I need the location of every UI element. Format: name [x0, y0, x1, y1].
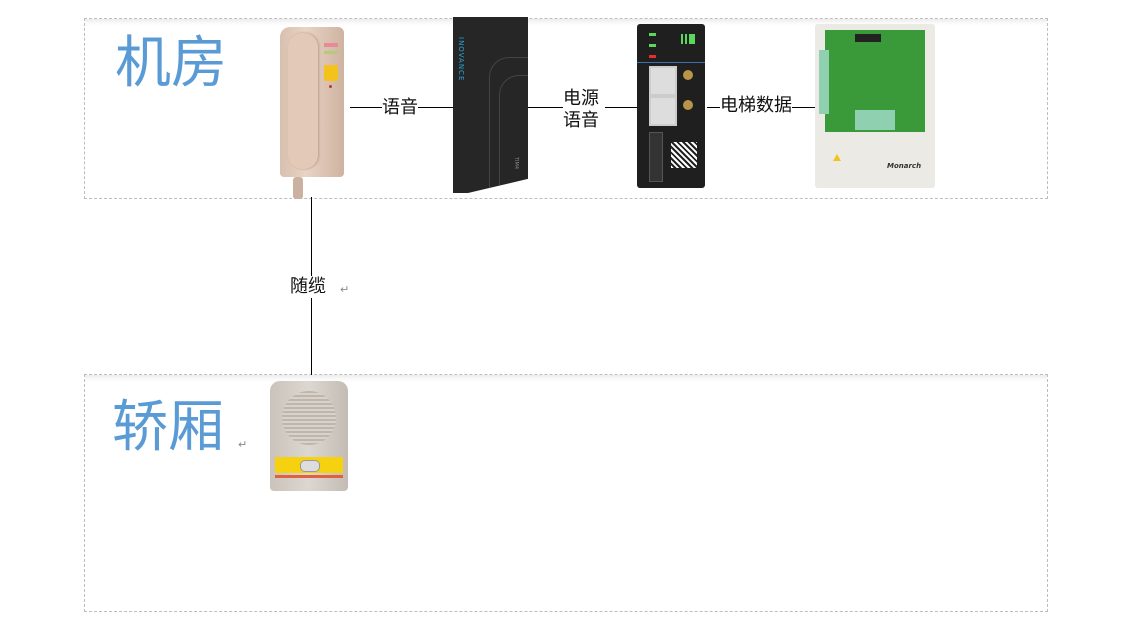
link-label-elevator-data: 电梯数据 [720, 95, 792, 117]
controller-brand: Monarch [887, 162, 922, 170]
monarch-controller-device: Monarch [815, 24, 935, 188]
link-label-power: 电源 [563, 88, 599, 109]
intercom-handset-device [280, 27, 344, 177]
car-zone [84, 374, 1048, 612]
link-label-voice: 语音 [382, 97, 418, 119]
4g-router-device [637, 24, 705, 188]
link-label-travel-cable: 随缆 [290, 276, 326, 298]
paragraph-mark: ↵ [340, 283, 350, 296]
car-intercom-device [270, 381, 348, 491]
car-title: 轿厢 [112, 395, 224, 460]
handset-cord [293, 177, 303, 199]
paragraph-mark: ↵ [238, 438, 248, 451]
inovance-gateway-device: INOVANCE TIM4 [453, 17, 528, 193]
gateway-model: TIM4 [513, 157, 519, 170]
machine-room-zone [84, 18, 1048, 199]
machine-room-title: 机房 [115, 31, 227, 96]
link-label-voice-2: 语音 [563, 110, 599, 131]
link-label-power-voice: 电源 语音 [563, 88, 605, 132]
gateway-brand: INOVANCE [457, 37, 465, 82]
